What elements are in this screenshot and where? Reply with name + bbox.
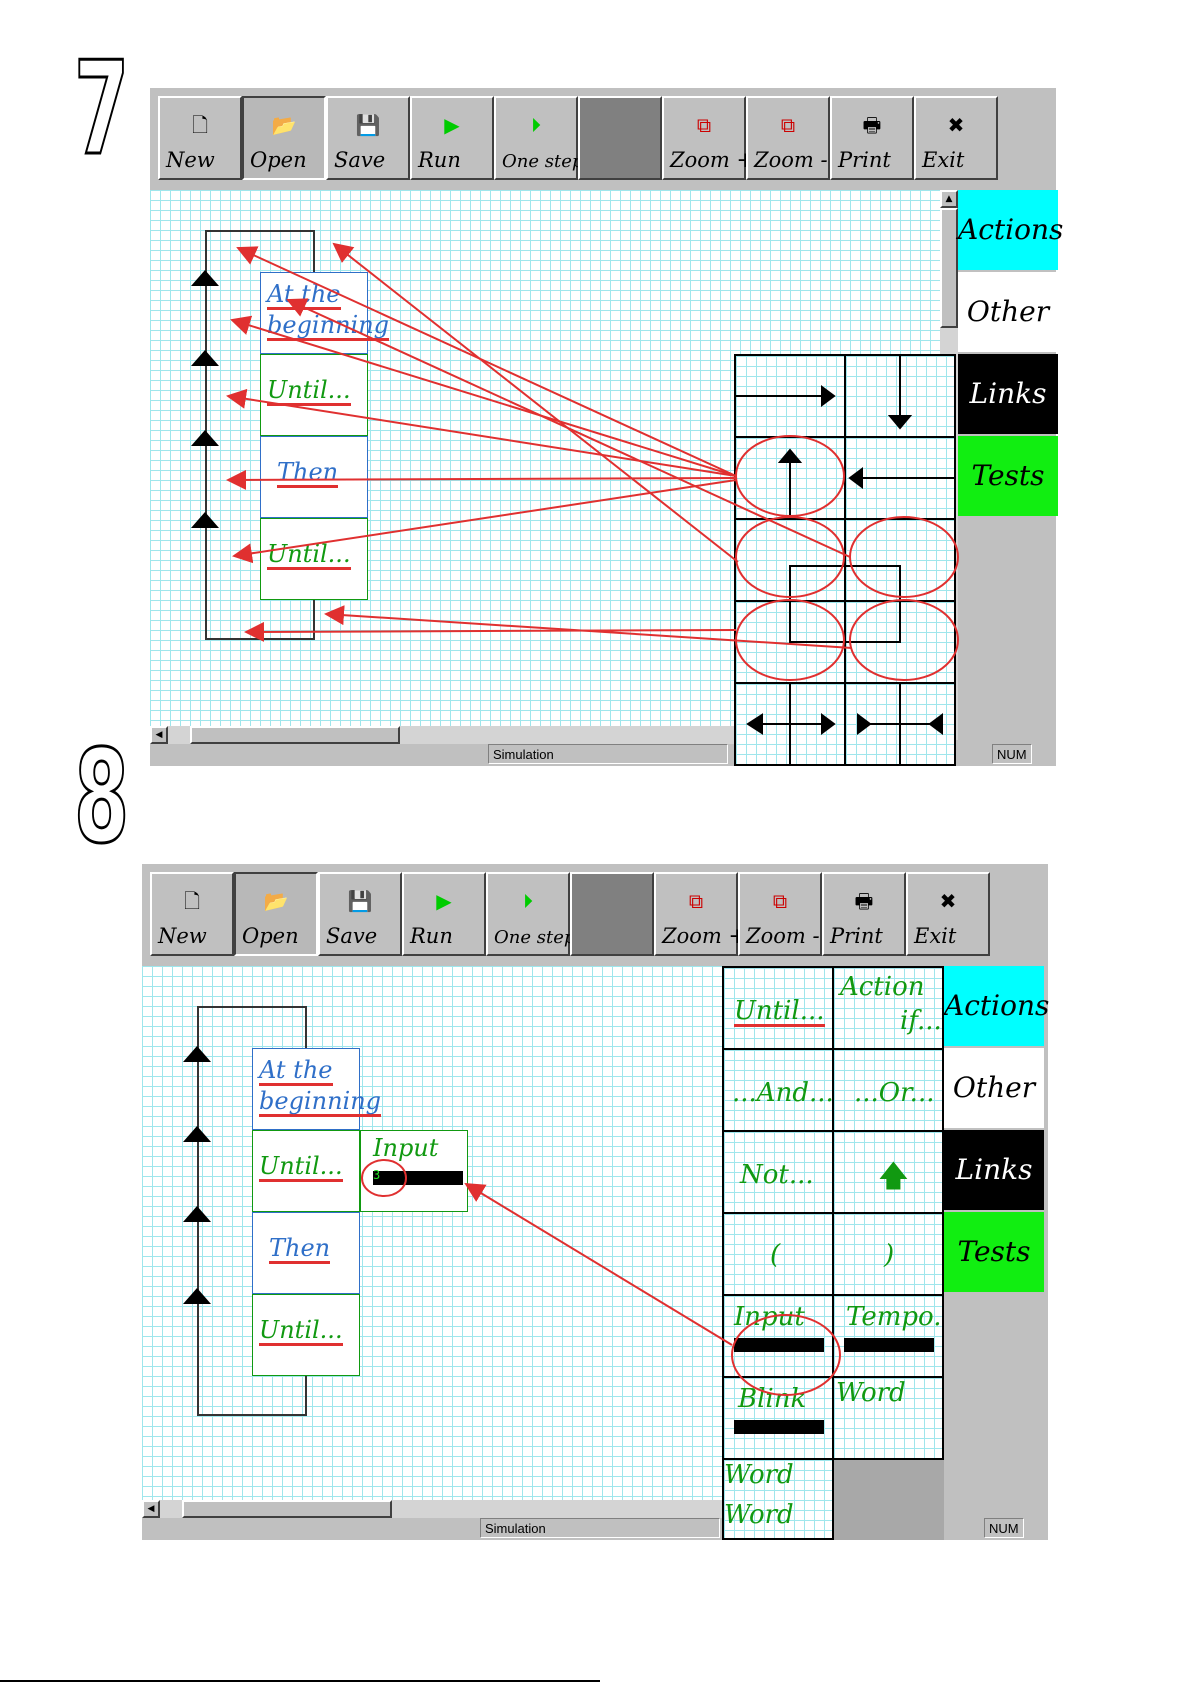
- new-file-icon: 🗋: [191, 113, 209, 137]
- new-button[interactable]: 🗋New: [150, 872, 234, 956]
- floppy-disk-icon: 💾: [347, 889, 373, 913]
- scroll-left-button[interactable]: ◀: [150, 726, 168, 744]
- loop-arrow-icon: [183, 1126, 211, 1142]
- link-tile-glyphs: [734, 354, 956, 766]
- print-button[interactable]: 🖶Print: [830, 96, 914, 180]
- tab-links[interactable]: Links: [944, 1130, 1044, 1210]
- exit-button[interactable]: ✖Exit: [914, 96, 998, 180]
- zoom-out-button[interactable]: ⧉Zoom -: [746, 96, 830, 180]
- block-until[interactable]: Until...: [252, 1294, 360, 1376]
- toolbar: 🗋New 📂Open 💾Save ▶Run ⏵One step ⧉Zoom + …: [142, 864, 1048, 966]
- scroll-up-button[interactable]: ▲: [940, 190, 958, 208]
- links-palette: [734, 354, 956, 766]
- tab-actions[interactable]: Actions: [944, 966, 1049, 1046]
- editor-window-step-7: 🗋New 📂Open 💾Save ▶Run ⏵One step ⧉Zoom + …: [150, 88, 1063, 766]
- floppy-disk-icon: 💾: [355, 113, 381, 137]
- annotation-overlay-step-7: [226, 242, 959, 681]
- status-mode: Simulation: [480, 1518, 720, 1538]
- printer-icon: 🖶: [862, 113, 882, 137]
- loop-arrow-icon: [191, 512, 219, 528]
- palette-word[interactable]: Word: [832, 1376, 944, 1460]
- loop-arrow-icon: [183, 1206, 211, 1222]
- palette-up-arrow[interactable]: 🡅: [832, 1130, 944, 1214]
- status-num: NUM: [984, 1518, 1024, 1538]
- input-value: 3: [373, 1168, 381, 1182]
- print-button[interactable]: 🖶Print: [822, 872, 906, 956]
- close-icon: ✖: [939, 889, 957, 913]
- new-button[interactable]: 🗋New: [158, 96, 242, 180]
- toolbar: 🗋New 📂Open 💾Save ▶Run ⏵One step ⧉Zoom + …: [150, 88, 1056, 190]
- zoom-in-icon: ⧉: [696, 113, 712, 137]
- scroll-thumb[interactable]: [940, 208, 958, 328]
- scroll-left-button[interactable]: ◀: [142, 1500, 160, 1518]
- palette-blink[interactable]: Blink: [722, 1376, 834, 1460]
- status-num: NUM: [992, 744, 1032, 764]
- step-icon: ⏵: [523, 889, 533, 913]
- close-icon: ✖: [947, 113, 965, 137]
- zoom-out-icon: ⧉: [780, 113, 796, 137]
- block-until[interactable]: Until...: [252, 1130, 360, 1212]
- one-step-button[interactable]: ⏵One step: [494, 96, 583, 180]
- palette-and[interactable]: ...And...: [722, 1048, 834, 1132]
- palette-open-paren[interactable]: (: [722, 1212, 834, 1296]
- horizontal-scrollbar[interactable]: ◀: [142, 1500, 722, 1518]
- printer-icon: 🖶: [854, 889, 874, 913]
- page-footer-line: [0, 1680, 600, 1682]
- tab-tests[interactable]: Tests: [944, 1212, 1044, 1292]
- loop-arrow-icon: [191, 270, 219, 286]
- save-button[interactable]: 💾Save: [318, 872, 402, 956]
- status-mode: Simulation: [488, 744, 728, 764]
- zoom-in-button[interactable]: ⧉Zoom +: [654, 872, 746, 956]
- play-icon: ▶: [436, 889, 452, 913]
- zoom-out-button[interactable]: ⧉Zoom -: [738, 872, 822, 956]
- folder-open-icon: 📂: [263, 889, 289, 913]
- zoom-out-icon: ⧉: [772, 889, 788, 913]
- one-step-button[interactable]: ⏵One step: [486, 872, 575, 956]
- exit-button[interactable]: ✖Exit: [906, 872, 990, 956]
- palette-until[interactable]: Until...: [722, 966, 834, 1050]
- input-value-bar: [373, 1171, 463, 1185]
- step-icon: ⏵: [531, 113, 541, 137]
- stop-button-disabled: [578, 96, 662, 180]
- scroll-thumb[interactable]: [182, 1500, 392, 1518]
- stop-button-disabled: [570, 872, 654, 956]
- loop-arrow-icon: [191, 350, 219, 366]
- play-icon: ▶: [444, 113, 460, 137]
- loop-arrow-icon: [183, 1288, 211, 1304]
- folder-open-icon: 📂: [271, 113, 297, 137]
- palette-close-paren[interactable]: ): [832, 1212, 944, 1296]
- palette-tempo[interactable]: Tempo.: [832, 1294, 944, 1378]
- loop-arrow-icon: [183, 1046, 211, 1062]
- run-button[interactable]: ▶Run: [410, 96, 494, 180]
- tab-links[interactable]: Links: [958, 354, 1058, 434]
- scroll-thumb[interactable]: [190, 726, 400, 744]
- editor-window-step-8: 🗋New 📂Open 💾Save ▶Run ⏵One step ⧉Zoom + …: [142, 864, 1049, 1540]
- up-arrow-icon: 🡅: [878, 1159, 909, 1194]
- new-file-icon: 🗋: [183, 889, 201, 913]
- tab-other[interactable]: Other: [944, 1048, 1044, 1128]
- run-button[interactable]: ▶Run: [402, 872, 486, 956]
- tab-tests[interactable]: Tests: [958, 436, 1058, 516]
- zoom-in-button[interactable]: ⧉Zoom +: [662, 96, 754, 180]
- block-input[interactable]: Input 3: [360, 1130, 468, 1212]
- step-number-8: 8: [73, 723, 130, 872]
- save-button[interactable]: 💾Save: [326, 96, 410, 180]
- block-until[interactable]: Until...: [260, 354, 368, 436]
- open-button[interactable]: 📂Open: [242, 96, 326, 180]
- tab-actions[interactable]: Actions: [958, 190, 1063, 270]
- block-then[interactable]: Then: [252, 1212, 360, 1294]
- tab-other[interactable]: Other: [958, 272, 1058, 352]
- open-button[interactable]: 📂Open: [234, 872, 318, 956]
- loop-arrow-icon: [191, 430, 219, 446]
- step-number-7: 7: [73, 35, 130, 184]
- zoom-in-icon: ⧉: [688, 889, 704, 913]
